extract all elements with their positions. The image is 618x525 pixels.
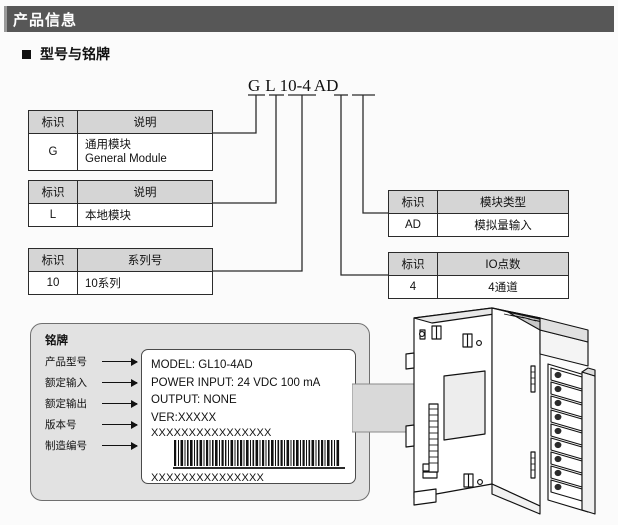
cell-desc: 4通道: [437, 275, 569, 299]
col-header-series: 系列号: [77, 248, 213, 272]
product-label-card: MODEL: GL10-4AD POWER INPUT: 24 VDC 100 …: [141, 349, 356, 484]
nameplate-callout-list: 产品型号 额定输入 额定输出 版本号 制造编号: [45, 351, 138, 456]
model-segment-dash: -: [296, 76, 303, 95]
page-title: 产品信息: [13, 11, 78, 29]
arrow-right-icon: [102, 441, 138, 450]
callout-row-output: 额定输出: [45, 393, 138, 414]
callout-row-version: 版本号: [45, 414, 138, 435]
cell-code: 10: [28, 271, 78, 295]
label-serial-bottom: XXXXXXXXXXXXXXX: [151, 471, 265, 484]
page-title-bar: 产品信息: [4, 6, 614, 32]
cell-code: AD: [388, 213, 438, 237]
callout-row-model: 产品型号: [45, 351, 138, 372]
col-header-code: 标识: [28, 248, 78, 272]
table-header-row: 标识 说明: [28, 180, 213, 204]
model-segment-10: 10: [279, 76, 297, 95]
label-model-line: MODEL: GL10-4AD: [151, 359, 253, 371]
table-row: 10 10系列: [28, 271, 213, 295]
col-header-code: 标识: [388, 190, 438, 214]
model-segment-4: 4: [302, 76, 311, 95]
col-header-io: IO点数: [437, 252, 569, 276]
model-segment-ad: AD: [313, 76, 339, 95]
table-header-row: 标识 模块类型: [388, 190, 569, 214]
arrow-right-icon: [102, 357, 138, 366]
cell-desc-en: General Module: [85, 153, 167, 165]
cell-desc: 10系列: [77, 271, 213, 295]
label-output-line: OUTPUT: NONE: [151, 394, 237, 406]
table-row: G 通用模块 General Module: [28, 133, 213, 171]
cell-code: L: [28, 203, 78, 227]
col-header-code: 标识: [388, 252, 438, 276]
label-power-line: POWER INPUT: 24 VDC 100 mA: [151, 376, 321, 389]
table-header-row: 标识 系列号: [28, 248, 213, 272]
cell-desc: 本地模块: [77, 203, 213, 227]
callout-label: 版本号: [45, 419, 77, 431]
col-header-desc: 说明: [77, 110, 213, 134]
callout-label: 制造编号: [45, 440, 87, 452]
cell-code: G: [28, 133, 78, 171]
table-row: AD 模拟量输入: [388, 213, 569, 237]
square-bullet-icon: [22, 49, 31, 59]
barcode-baseline: [173, 467, 345, 469]
label-version-line: VER:XXXXX: [151, 411, 217, 424]
table-header-row: 标识 IO点数: [388, 252, 569, 276]
cell-desc-cn: 通用模块: [85, 138, 131, 151]
callout-label: 产品型号: [45, 356, 87, 368]
cell-desc: 模拟量输入: [437, 213, 569, 237]
callout-label: 额定输入: [45, 377, 87, 389]
table-row: L 本地模块: [28, 203, 213, 227]
label-serial-top: XXXXXXXXXXXXXXXX: [151, 427, 272, 439]
callout-row-power-input: 额定输入: [45, 372, 138, 393]
col-header-code: 标识: [28, 110, 78, 134]
table-io-points: 标识 IO点数 4 4通道: [388, 252, 569, 299]
callout-label: 额定输出: [45, 398, 87, 410]
model-segment-l: L: [265, 76, 276, 95]
arrow-right-icon: [102, 399, 138, 408]
section-heading: 型号与铭牌: [22, 44, 110, 64]
barcode-icon: [174, 440, 340, 466]
model-segment-g: G: [248, 76, 261, 95]
table-module-type: 标识 模块类型 AD 模拟量输入: [388, 190, 569, 237]
cell-code: 4: [388, 275, 438, 299]
nameplate-caption: 铭牌: [45, 335, 68, 347]
plc-io-module-3d-icon: [405, 307, 596, 515]
table-header-row: 标识 说明: [28, 110, 213, 134]
table-series-number: 标识 系列号 10 10系列: [28, 248, 213, 295]
barcode-block: [173, 440, 345, 469]
cell-desc: 通用模块 General Module: [77, 133, 213, 171]
arrow-right-icon: [102, 378, 138, 387]
arrow-right-icon: [102, 420, 138, 429]
table-row: 4 4通道: [388, 275, 569, 299]
table-general-module: 标识 说明 G 通用模块 General Module: [28, 110, 213, 171]
table-local-module: 标识 说明 L 本地模块: [28, 180, 213, 227]
callout-row-serial: 制造编号: [45, 435, 138, 456]
nameplate-panel: 铭牌 产品型号 额定输入 额定输出 版本号 制造编号: [30, 323, 370, 501]
col-header-code: 标识: [28, 180, 78, 204]
col-header-desc: 说明: [77, 180, 213, 204]
section-heading-label: 型号与铭牌: [40, 46, 110, 62]
col-header-type: 模块类型: [437, 190, 569, 214]
